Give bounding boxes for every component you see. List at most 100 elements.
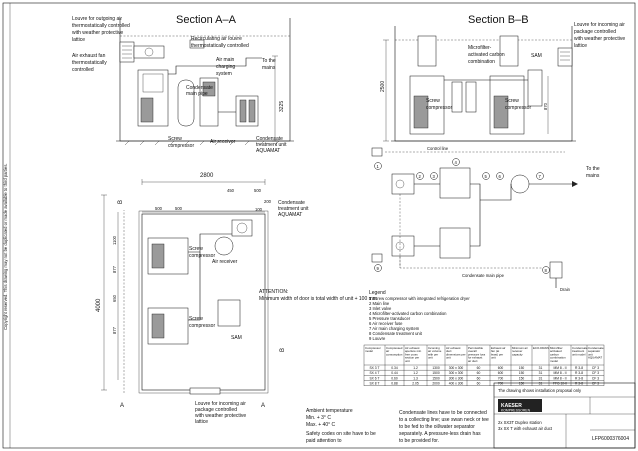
table-cell: 150 xyxy=(519,382,525,386)
svg-text:3: 3 xyxy=(433,174,436,179)
plan-condensate-treatment xyxy=(231,219,253,237)
brand-bottom: KOMPRESSOREN xyxy=(501,409,531,413)
plan-louvre-incoming xyxy=(189,387,221,395)
plan-sam-unit xyxy=(217,299,241,327)
flow-node-5 xyxy=(482,172,490,180)
table-cell: 1.2 xyxy=(413,366,418,370)
recirculating-louvre xyxy=(189,39,205,49)
table-cell: R 3-8 xyxy=(575,376,583,380)
label-aa-condensate-treatment: Condensate treatment unit AQUAMAT xyxy=(256,136,288,154)
flow-node-markers: 1 2 3 4 5 6 7 8 9 xyxy=(374,158,550,274)
plan-dim-top-4: 500 xyxy=(254,188,262,193)
exhaust-fan-icon xyxy=(144,47,154,57)
dim-aa-height: 3225 xyxy=(279,101,285,112)
section-mark-b-right: B xyxy=(280,348,286,352)
plan-air-receiver xyxy=(214,236,234,256)
plan-dim-top-2: 500 xyxy=(175,206,183,211)
label-aa-to-mains: To the mains xyxy=(262,58,277,71)
plan-dim-depth: 4000 xyxy=(96,298,102,312)
side-copyright-text: Copyright reserved. This drawing may not… xyxy=(3,163,8,330)
section-aa-title: Section A–A xyxy=(176,14,237,26)
plan-dim-top-3: 450 xyxy=(227,188,235,193)
section-mark-a-bottom-right: A xyxy=(261,403,265,409)
plan-label-screw-compressor-2: Screw compressor xyxy=(189,316,215,329)
legend-item: 2 Main line xyxy=(369,301,390,306)
flow-compressor-1 xyxy=(391,173,415,195)
flow-node-9 xyxy=(374,264,382,272)
table-cell: 700 xyxy=(498,382,504,386)
table-cell: SX 8 T xyxy=(369,382,379,386)
table-cell: 700 xyxy=(498,376,504,380)
dim-bb-height: 2500 xyxy=(380,81,386,92)
table-cell: 600 xyxy=(498,366,504,370)
table-cell: CF 3 xyxy=(592,376,599,380)
label-bb-screw-compressor-2: Screw compressor xyxy=(505,98,531,111)
air-main-pipe-aa xyxy=(168,57,262,75)
table-cell: 31 xyxy=(539,376,543,380)
flow-label-control-line: Control line xyxy=(427,146,449,151)
flow-node-2 xyxy=(416,172,424,180)
plan-dim-width: 2800 xyxy=(200,173,214,179)
table-cell: 2.05 xyxy=(412,382,419,386)
svg-text:2: 2 xyxy=(419,174,422,179)
table-cell: 300 x 300 xyxy=(449,376,464,380)
legend: Legend 1 Screw compressor with integrate… xyxy=(369,290,471,341)
table-cell: 600 xyxy=(498,371,504,375)
legend-item: 9 Louvre xyxy=(369,336,386,341)
table-cell: 31 xyxy=(539,382,543,386)
label-condensate-main: Condensate main pipe xyxy=(186,85,214,97)
table-cell: 31 xyxy=(539,366,543,370)
plan-dim-top-6: 100 xyxy=(255,207,263,212)
table-cell: 1.3 xyxy=(413,376,418,380)
flow-label-drain: Drain xyxy=(560,287,571,292)
flow-diagram: Control line Condensate main pipe Drain … xyxy=(371,146,601,292)
section-aa-floor-hatch xyxy=(124,140,280,146)
label-bb-louvre-incoming: Louvre for incoming air package controll… xyxy=(574,22,627,49)
note-safety-codes: Safety codes on site have to be paid att… xyxy=(306,431,377,444)
flow-microfilter-2 xyxy=(439,227,471,259)
table-header: ECO-DRAIN xyxy=(533,346,549,350)
table-cell: 0.34 xyxy=(391,366,398,370)
section-bb: Section B–B 2500 870 Louvre for incoming… xyxy=(380,14,627,142)
label-bb-screw-compressor-1: Screw compressor xyxy=(426,98,452,111)
label-air-exhaust-fan: Air exhaust fan thermostatically control… xyxy=(72,53,108,73)
table-cell: R 3-8 xyxy=(575,382,583,386)
svg-text:5: 5 xyxy=(485,174,488,179)
label-recirculating-louvre: Recirculating air louvre thermostaticall… xyxy=(191,36,249,49)
brand-top: KAESER xyxy=(501,403,522,409)
sam-unit-bb xyxy=(527,69,543,107)
table-cell: 1300 xyxy=(432,366,440,370)
table-cell: SX 4 T xyxy=(369,371,379,375)
table-cell: CF 3 xyxy=(592,382,599,386)
legend-item: 4 Microfilter-activated carbon combinati… xyxy=(369,311,447,316)
flow-node-6 xyxy=(496,172,504,180)
table-cell: 300 x 300 xyxy=(449,371,464,375)
flow-air-receiver xyxy=(510,174,530,194)
table-cell: 400 x 300 xyxy=(449,382,464,386)
dim-bb-small: 870 xyxy=(543,102,548,110)
legend-item: 7 Air main charging system xyxy=(369,326,420,331)
flow-label-to-mains: To the mains xyxy=(586,166,601,179)
flow-node-4 xyxy=(452,158,460,166)
legend-items: 1 Screw compressor with integrated refri… xyxy=(369,296,471,341)
flow-microfilter-1 xyxy=(439,167,471,199)
table-cell: R 3-8 xyxy=(575,371,583,375)
plan-label-condensate-treatment: Condensate treatment unit AQUAMAT xyxy=(278,200,310,218)
plan-dim-top-5: 200 xyxy=(264,199,272,204)
legend-item: 5 Pressure transducer xyxy=(369,316,411,321)
table-cell: FFG 10-II xyxy=(553,382,567,386)
table-cell: 0.60 xyxy=(391,376,398,380)
table-cell: 150 xyxy=(519,366,525,370)
louvre-outgoing-air xyxy=(119,41,135,63)
legend-item: 3 Inlet valve xyxy=(369,306,392,311)
legend-item: 6 Air receiver fuse xyxy=(369,321,403,326)
table-cell: 300 x 300 xyxy=(449,366,464,370)
note-ambient-temperature: Ambient temperature Min. + 3° C Max. + 4… xyxy=(306,408,354,428)
